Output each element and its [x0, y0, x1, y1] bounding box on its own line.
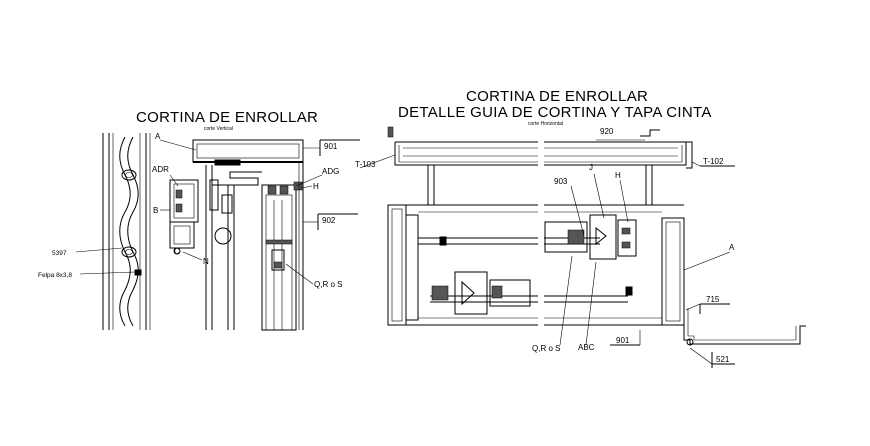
left-title: CORTINA DE ENROLLAR	[136, 109, 318, 126]
right-label-h: H	[615, 171, 621, 180]
left-label-qrs: Q,R o S	[314, 280, 342, 289]
right-label-qrs: Q,R o S	[532, 344, 560, 353]
right-subtitle: corte Horizontal	[528, 121, 563, 127]
right-title-line1: CORTINA DE ENROLLAR	[466, 88, 648, 105]
right-label-521: 521	[716, 355, 730, 364]
slat-profile	[119, 136, 142, 327]
right-label-903: 903	[554, 177, 568, 186]
left-label-a: A	[155, 132, 161, 141]
left-label-c: C	[174, 247, 180, 256]
left-label-adg: ADG	[322, 167, 339, 176]
right-label-t102: T-102	[703, 157, 724, 166]
right-label-j: J	[589, 163, 593, 172]
left-label-adr: ADR	[152, 165, 169, 174]
right-label-abc: ABC	[578, 343, 595, 352]
right-label-a: A	[729, 243, 735, 252]
left-label-b: B	[153, 206, 158, 215]
left-label-n: N	[203, 257, 209, 266]
left-label-902: 902	[322, 216, 336, 225]
left-label-901: 901	[324, 142, 338, 151]
right-section-drawing: CORTINA DE ENROLLAR DETALLE GUIA DE CORT…	[355, 88, 806, 368]
right-label-901: 901	[616, 336, 630, 345]
left-label-5397: 5397	[52, 250, 67, 257]
right-title-line2: DETALLE GUIA DE CORTINA Y TAPA CINTA	[398, 104, 712, 121]
left-subtitle: corte Vertical	[204, 126, 233, 132]
right-label-920: 920	[600, 127, 614, 136]
left-label-felpa: Felpa 8x3,8	[38, 272, 72, 279]
left-section-drawing: CORTINA DE ENROLLAR corte Vertical	[38, 109, 360, 331]
left-label-h: H	[313, 182, 319, 191]
right-label-715: 715	[706, 295, 720, 304]
right-label-t103: T-103	[355, 160, 376, 169]
